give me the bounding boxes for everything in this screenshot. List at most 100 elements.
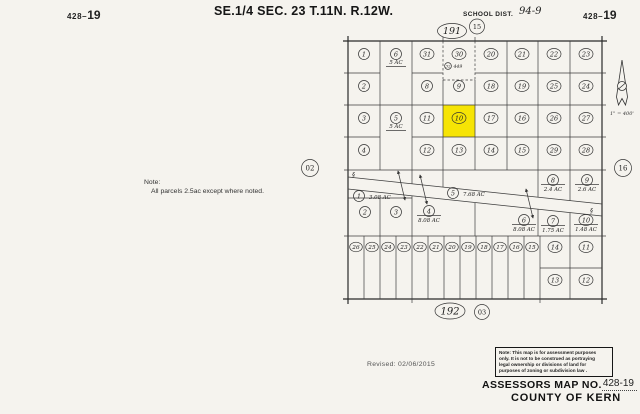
parcel-number: 13 [551,276,559,284]
parcel-circle [358,112,370,124]
parcel-acreage: 8.08 AC [418,218,441,224]
parcel-circle [578,214,594,226]
parcel-circle [493,241,507,253]
parcel-circle [358,48,370,60]
parcel-3-label: 3 [358,112,370,124]
parcel-acreage: 3.08 AC [369,195,392,201]
parcel-acreage: 2.6 AC [577,187,597,193]
parcel-number: 26 [549,114,558,122]
parcel-5-label: 5 [390,112,402,124]
adjacent-section-right[interactable]: 16 [614,159,632,177]
parcel-number: 20 [486,50,495,58]
parcel-circle [547,241,563,253]
parcel-number: 3 [362,114,366,122]
parcel-number: 26 [351,245,360,251]
parcel-number: 16 [512,245,520,251]
parcel-9-label: 9 [453,80,465,92]
parcel-21-label: 21 [429,241,443,253]
parcel-number: 15 [528,245,536,251]
parcel-18-label: 18 [483,80,499,92]
parcel-acreage: 8.08 AC [513,227,536,233]
parcel-13-label: 13 [451,144,467,156]
section-marker-left: § [352,172,355,179]
parcel-29-label: 29 [546,144,562,156]
parcel-number: 27 [581,114,591,122]
parcel-number: 1 [362,50,366,58]
disclaimer-line: Note: This map is for assessment purpose… [499,350,597,355]
parcel-number: 21 [431,245,439,251]
adjacent-section-top[interactable]: 15 [469,18,485,35]
book-number: 428 [67,12,83,21]
revised-date: Revised: 02/06/2015 [367,361,436,368]
parcel-acreage: 7.68 AC [463,192,486,198]
parcel-circle [581,174,593,186]
parcel-8-label: 8 [421,80,433,92]
parcel-8-label: 8 [547,174,559,186]
page-ref-192: 192 [440,307,459,318]
parcel-circle [578,274,594,286]
parcel-number: 14 [487,146,495,154]
parcel-5-acreage: 5 AC [389,124,403,130]
parcel-number: 2 [361,82,366,90]
parcel-number: 20 [447,245,456,251]
parcel-circle [451,48,467,60]
parcel-number: 12 [582,276,590,284]
parcel-17-label: 17 [483,112,499,124]
parcel-1-label: 1 [358,48,370,60]
parcel-circle [413,241,427,253]
parcel-number: 8 [425,82,429,90]
parcel-11-label: 11 [419,112,435,124]
parcel-number: 18 [480,245,488,251]
parcel-circle [514,80,530,92]
adjacent-page-bottom[interactable]: 192 [434,302,466,320]
parcel-circle [451,112,467,124]
parcel-number: 14 [551,243,559,251]
parcel-4-label: 4 [358,144,370,156]
parcel-11-label: 11 [578,241,594,253]
adjacent-page-top[interactable]: 191 [437,23,467,39]
parcel-number: 11 [423,114,431,122]
sheet-number-right: 428–19 [583,8,617,22]
parcel-number: 30 [455,50,463,58]
strip-survey-arrows [396,170,535,219]
parcel-circle [546,48,562,60]
parcel-17-label: 17 [493,241,507,253]
page-number: 19 [87,8,101,22]
parcel-2-label: 2 [358,80,370,92]
parcel-circle [358,80,370,92]
parcel-number: 16 [518,114,526,122]
scale-note: 1" = 400' [610,111,634,117]
parcel-circle [453,80,465,92]
parcel-number: 29 [549,146,558,154]
parcel-circle [365,241,379,253]
parcel-10-label[interactable]: 10 [451,112,467,124]
parcel-21-label: 21 [514,48,530,60]
highlighted-parcel-10[interactable] [443,105,475,137]
parcel-number: 10 [455,114,463,122]
parcel-22-label: 22 [546,48,562,60]
county-name: COUNTY OF KERN [511,392,622,404]
parcel-31-label: 31 [419,48,435,60]
parcel-number: 25 [549,82,558,90]
map-title: SE.1/4 SEC. 23 T.11N. R.12W. [214,4,394,18]
parcel-number: 9 [585,176,589,184]
disclaimer-line: legal ownership or divisions of land for [499,362,587,368]
parcel-14-label: 14 [483,144,499,156]
parcel-26-label: 26 [546,112,562,124]
adjacent-section-bottom[interactable]: 03 [474,304,490,320]
subnote-circle [444,62,452,70]
parcel-number: 6 [394,50,398,58]
parcel-number: 18 [487,82,495,90]
parcel-14-label: 14 [547,241,563,253]
parcel-circle [419,48,435,60]
adjacent-section-left[interactable]: 02 [301,159,319,177]
parcel-13-label: 13 [547,274,563,286]
parcel-30-subnote: 32 449 [444,62,462,70]
survey-arrow [396,170,407,201]
parcel-number: 23 [399,245,408,251]
parcel-number: 19 [464,245,472,251]
parcel-7-label: 7 [547,215,559,227]
north-arrow: 1" = 400' [610,59,634,117]
parcel-15-label: 15 [514,144,530,156]
